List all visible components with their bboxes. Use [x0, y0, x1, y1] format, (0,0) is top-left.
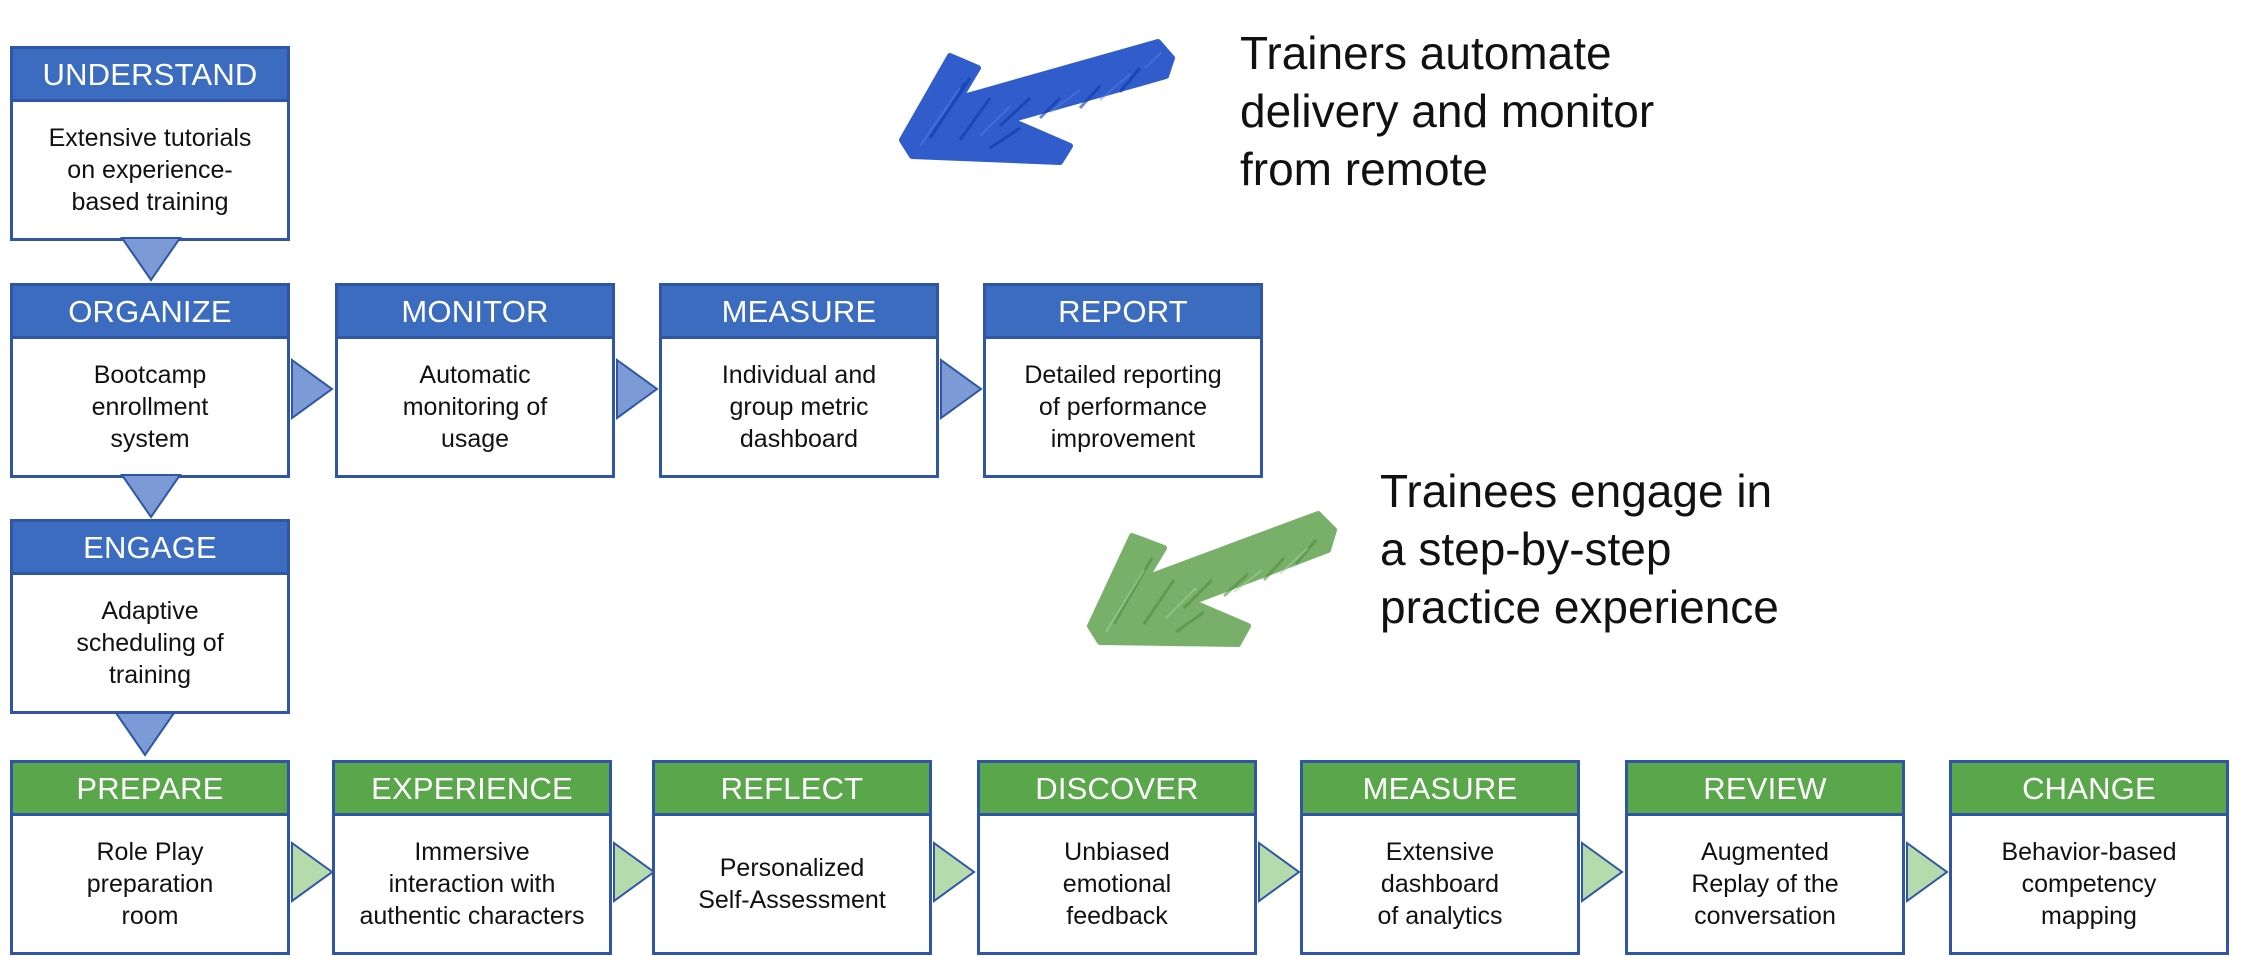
step-experience: EXPERIENCE Immersive interaction with au…: [332, 760, 612, 955]
step-review-text: Augmented Replay of the conversation: [1691, 838, 1839, 930]
step-understand-text: Extensive tutorials on experience- based…: [48, 124, 252, 216]
step-monitor-title: MONITOR: [338, 286, 612, 339]
connector-right-discover-measure: [1258, 841, 1301, 903]
step-organize-title: ORGANIZE: [13, 286, 287, 339]
connector-down-organize-engage: [120, 474, 182, 519]
connector-right-reflect-discover: [933, 841, 976, 903]
step-prepare: PREPARE Role Play preparation room: [10, 760, 290, 955]
step-engage-text: Adaptive scheduling of training: [76, 597, 224, 689]
connector-right-experience-reflect: [613, 841, 656, 903]
step-discover: DISCOVER Unbiased emotional feedback: [977, 760, 1257, 955]
step-report: REPORT Detailed reporting of performance…: [983, 283, 1263, 478]
step-prepare-title: PREPARE: [13, 763, 287, 816]
trainers-note: Trainers automate delivery and monitor f…: [1240, 27, 1655, 195]
connector-right-measure-review: [1581, 841, 1624, 903]
step-measure-trainer: MEASURE Individual and group metric dash…: [659, 283, 939, 478]
connector-down-engage-prepare: [114, 712, 176, 757]
connector-right-organize-monitor: [291, 358, 334, 420]
step-reflect-text: Personalized Self-Assessment: [698, 854, 886, 914]
step-measure-trainer-title: MEASURE: [662, 286, 936, 339]
step-report-text: Detailed reporting of performance improv…: [1024, 361, 1222, 453]
step-experience-title: EXPERIENCE: [335, 763, 609, 816]
step-discover-text: Unbiased emotional feedback: [1062, 838, 1172, 930]
step-change-text: Behavior-based competency mapping: [2001, 838, 2177, 930]
step-measure-trainee-title: MEASURE: [1303, 763, 1577, 816]
green-brush-arrow-icon: [1087, 511, 1337, 647]
step-engage: ENGAGE Adaptive scheduling of training: [10, 519, 290, 714]
connector-right-monitor-measure: [616, 358, 659, 420]
step-change-title: CHANGE: [1952, 763, 2226, 816]
connector-right-prepare-experience: [291, 841, 334, 903]
step-report-title: REPORT: [986, 286, 1260, 339]
step-organize: ORGANIZE Bootcamp enrollment system: [10, 283, 290, 478]
step-change: CHANGE Behavior-based competency mapping: [1949, 760, 2229, 955]
trainees-note: Trainees engage in a step-by-step practi…: [1380, 465, 1779, 633]
step-review: REVIEW Augmented Replay of the conversat…: [1625, 760, 1905, 955]
step-reflect: REFLECT Personalized Self-Assessment: [652, 760, 932, 955]
step-understand: UNDERSTAND Extensive tutorials on experi…: [10, 46, 290, 241]
step-engage-title: ENGAGE: [13, 522, 287, 575]
step-discover-title: DISCOVER: [980, 763, 1254, 816]
blue-brush-arrow-icon: [899, 39, 1175, 165]
step-measure-trainee-text: Extensive dashboard of analytics: [1377, 838, 1503, 930]
connector-down-understand-organize: [120, 237, 182, 282]
step-monitor-text: Automatic monitoring of usage: [402, 361, 548, 453]
connector-right-review-change: [1906, 841, 1949, 903]
step-organize-text: Bootcamp enrollment system: [91, 361, 209, 453]
step-prepare-text: Role Play preparation room: [86, 838, 214, 930]
step-experience-text: Immersive interaction with authentic cha…: [359, 838, 585, 930]
connector-right-measure-report: [940, 358, 983, 420]
step-measure-trainer-text: Individual and group metric dashboard: [721, 361, 877, 453]
step-monitor: MONITOR Automatic monitoring of usage: [335, 283, 615, 478]
step-review-title: REVIEW: [1628, 763, 1902, 816]
step-reflect-title: REFLECT: [655, 763, 929, 816]
step-understand-title: UNDERSTAND: [13, 49, 287, 102]
step-measure-trainee: MEASURE Extensive dashboard of analytics: [1300, 760, 1580, 955]
